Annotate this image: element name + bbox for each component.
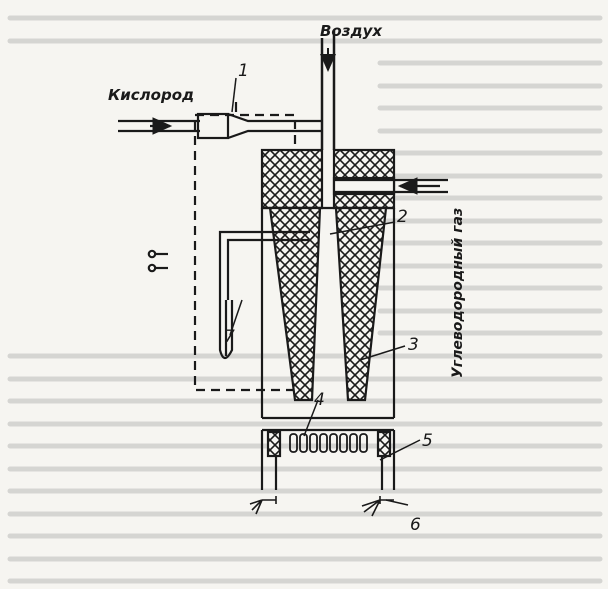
mixer-part-1 bbox=[196, 102, 322, 140]
part-number-3: 3 bbox=[408, 335, 419, 355]
thermocouple-probe-part-7 bbox=[218, 230, 310, 360]
instrument-enclosure-dashed bbox=[193, 113, 297, 392]
label-air: Воздух bbox=[320, 22, 383, 40]
label-hydrocarbon-gas: Углеводородный газ bbox=[450, 208, 466, 378]
reaction-chamber-part-3 bbox=[260, 208, 396, 418]
burner-plate-part-4 bbox=[260, 416, 396, 490]
part-number-5: 5 bbox=[422, 431, 433, 451]
part-leader-lines bbox=[229, 77, 421, 506]
air-inlet-pipe bbox=[320, 30, 336, 150]
hydrocarbon-gas-inlet bbox=[334, 177, 448, 195]
label-oxygen: Кислород bbox=[108, 86, 194, 104]
electrode-terminals bbox=[147, 249, 168, 273]
water-spray-nozzles-part-6 bbox=[249, 496, 394, 517]
quench-chamber-part-5 bbox=[274, 456, 384, 490]
oxygen-inlet-pipe bbox=[118, 117, 200, 135]
part-number-4: 4 bbox=[314, 390, 325, 410]
part-number-1: 1 bbox=[238, 61, 249, 81]
part-number-6: 6 bbox=[410, 515, 421, 535]
part-number-7: 7 bbox=[224, 327, 235, 347]
reactor-conical-walls-part-2 bbox=[268, 206, 388, 402]
part-number-2: 2 bbox=[397, 207, 408, 227]
